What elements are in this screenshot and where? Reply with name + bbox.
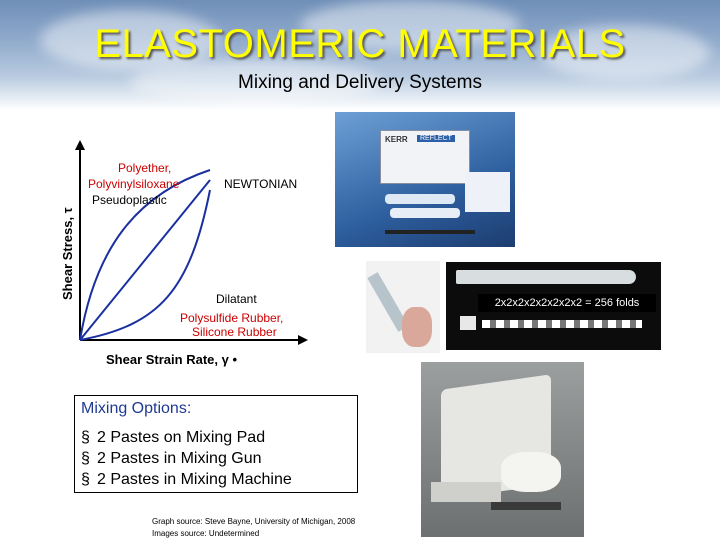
option-label: 2 Pastes on Mixing Pad: [97, 429, 266, 446]
rheology-graph: Polyether, Polyvinylsiloxane NEWTONIAN P…: [60, 140, 308, 367]
mixing-options-box: Mixing Options: §2 Pastes on Mixing Pad …: [74, 395, 358, 493]
label-polyvinylsiloxane: Polyvinylsiloxane: [88, 177, 180, 191]
list-item: § 2 Pastes on Mixing Pad: [81, 429, 265, 447]
impression-kit-photo: KERR REFLECT: [335, 112, 515, 247]
option-label: 2 Pastes in Mixing Machine: [97, 471, 292, 488]
hand: [402, 307, 432, 347]
y-axis-arrow: [75, 140, 85, 150]
kit-brand-kerr: KERR: [385, 135, 408, 144]
header-sky-banner: [0, 0, 720, 110]
slide-title: ELASTOMERIC MATERIALS: [94, 22, 626, 66]
label-dilatant: Dilatant: [216, 292, 257, 306]
impression-syringe-photo: [366, 261, 440, 353]
list-item: § 2 Pastes in Mixing Machine: [81, 471, 292, 489]
cartridge: [491, 502, 561, 510]
mixing-tip-caption: 2x2x2x2x2x2x2x2 = 256 folds: [478, 294, 656, 312]
option-label: 2 Pastes in Mixing Gun: [97, 450, 262, 467]
label-newtonian: NEWTONIAN: [224, 177, 297, 191]
mixing-tip-body: [456, 270, 636, 284]
mixer-cap: [460, 316, 476, 330]
static-mixer-element: [482, 320, 642, 328]
bullet-icon: §: [81, 450, 90, 467]
dilatant-curve: [79, 189, 211, 341]
spatula: [385, 230, 475, 234]
newtonian-curve: [79, 179, 211, 341]
y-axis-label: Shear Stress, τ: [60, 207, 75, 300]
x-axis-arrow: [298, 335, 308, 345]
mixing-options-title: Mixing Options:: [81, 400, 192, 417]
machine-stand: [431, 482, 501, 502]
images-source: Images source: Undetermined: [152, 529, 260, 538]
label-polysulfide: Polysulfide Rubber,: [180, 311, 283, 325]
bullet-icon: §: [81, 429, 90, 446]
paste-tube-1: [385, 194, 455, 204]
label-polyether: Polyether,: [118, 161, 171, 175]
mixing-machine-photo: [421, 362, 584, 537]
pseudoplastic-curve: [79, 169, 211, 341]
mixing-pad: [465, 172, 510, 212]
kit-box: KERR REFLECT: [380, 130, 470, 184]
label-silicone: Silicone Rubber: [192, 325, 277, 339]
kit-brand-reflect: REFLECT: [417, 135, 455, 142]
x-axis-label: Shear Strain Rate, γ •: [106, 352, 237, 367]
label-pseudoplastic: Pseudoplastic: [92, 193, 167, 207]
slide-subtitle: Mixing and Delivery Systems: [238, 72, 482, 93]
list-item: § 2 Pastes in Mixing Gun: [81, 450, 262, 468]
bullet-icon: §: [81, 471, 90, 488]
gloved-hand: [501, 452, 561, 492]
graph-source: Graph source: Steve Bayne, University of…: [152, 517, 356, 526]
paste-tube-2: [390, 208, 460, 218]
